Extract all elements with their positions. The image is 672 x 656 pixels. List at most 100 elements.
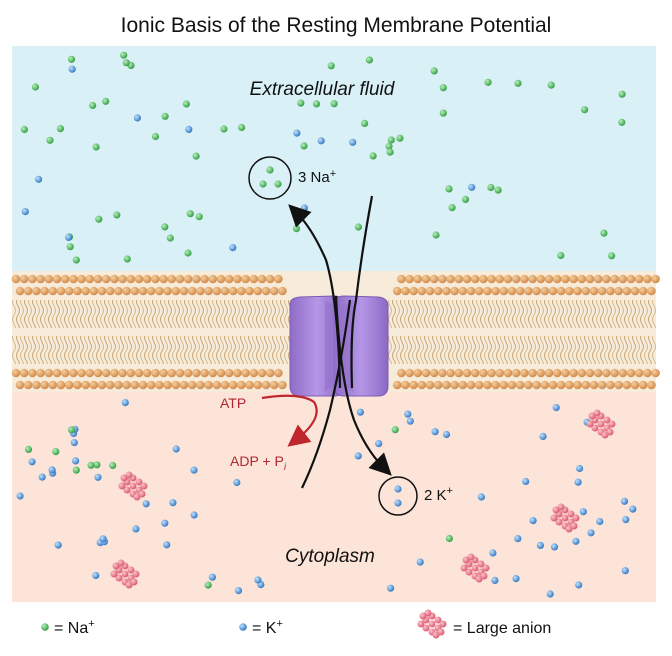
lipid-head: [85, 368, 95, 378]
lipid-head: [249, 274, 259, 284]
lipid-head: [101, 274, 111, 284]
lipid-head: [261, 380, 271, 390]
potassium-ion: [233, 478, 241, 487]
lipid-head: [77, 274, 86, 284]
sodium-ion: [445, 185, 453, 193]
lipid-head: [392, 380, 402, 390]
sodium-ion: [67, 426, 76, 434]
lipid-head: [634, 368, 644, 378]
lipid-head: [257, 368, 267, 378]
legend: = Na+ = K+ = Large anion: [41, 609, 551, 639]
lipid-head: [48, 286, 58, 296]
potassium-ion: [92, 571, 100, 580]
lipid-head: [23, 380, 33, 390]
sodium-efflux-arrow: [288, 204, 342, 389]
potassium-ion: [394, 485, 402, 493]
lipid-head: [56, 380, 66, 390]
lipid-head: [130, 380, 140, 390]
sodium-ion: [354, 223, 362, 231]
potassium-ion: [354, 452, 362, 460]
lipid-head: [651, 274, 660, 284]
lipid-head: [565, 380, 574, 390]
sodium-ion: [292, 225, 301, 233]
lipid-head: [618, 368, 628, 378]
lipid-head: [179, 286, 189, 296]
potassium-ion: [394, 499, 402, 507]
lipid-head: [261, 286, 271, 296]
lipid-head: [622, 380, 632, 390]
lipid-head: [278, 380, 287, 390]
legend-sodium-swatch: [41, 623, 49, 631]
sodium-ion: [72, 256, 80, 264]
lipid-head: [573, 286, 582, 296]
lipid-head: [573, 380, 582, 390]
sodium-ion: [182, 100, 190, 108]
potassium-ion: [99, 535, 107, 543]
lipid-head: [470, 274, 480, 284]
lipid-head: [626, 368, 636, 378]
lipid-head: [401, 286, 410, 296]
potassium-ion: [575, 581, 583, 589]
potassium-ion: [406, 417, 414, 425]
lipid-head: [93, 274, 103, 284]
lipid-head: [52, 274, 62, 284]
lipid-head: [446, 368, 455, 378]
lipid-head: [122, 380, 131, 390]
large-anion-icon: [417, 609, 447, 639]
sodium-ion: [494, 186, 502, 194]
lipid-head: [200, 368, 209, 378]
lipid-head: [507, 286, 517, 296]
potassium-ion: [489, 549, 497, 557]
potassium-ion: [442, 430, 451, 439]
sodium-ion: [195, 213, 203, 221]
sodium-ion: [385, 142, 393, 150]
potassium-ion: [375, 440, 383, 448]
lipid-head: [175, 368, 185, 378]
sodium-ion: [484, 78, 492, 86]
potassium-ion: [536, 541, 545, 550]
sodium-ion: [46, 136, 54, 144]
large-anion: [460, 553, 490, 583]
potassium-ion: [431, 428, 439, 436]
lipid-head: [397, 368, 406, 378]
lipid-head: [151, 274, 160, 284]
lipid-head: [171, 380, 181, 390]
lipid-head: [110, 274, 119, 284]
potassium-ion: [587, 529, 595, 537]
lipid-head: [89, 380, 99, 390]
lipid-head: [483, 380, 492, 390]
lipid-head: [536, 274, 546, 284]
lipid-head: [610, 368, 619, 378]
lipid-head: [470, 368, 480, 378]
lipid-head: [556, 286, 566, 296]
lipid-head: [618, 274, 628, 284]
lipid-bilayer-heads: [11, 274, 660, 390]
lipid-head: [577, 274, 587, 284]
atp-label: ATP: [220, 395, 246, 411]
lipid-head: [630, 286, 640, 296]
lipid-head: [179, 380, 189, 390]
lipid-head: [474, 380, 484, 390]
lipid-head: [269, 286, 279, 296]
lipid-head: [499, 286, 509, 296]
lipid-head: [32, 380, 41, 390]
lipid-head: [626, 274, 636, 284]
lipid-head: [528, 368, 537, 378]
sodium-ion: [600, 229, 608, 237]
lipid-head: [245, 286, 254, 296]
potassium-ion: [169, 499, 177, 507]
lipid-head: [643, 368, 652, 378]
lipid-head: [212, 380, 222, 390]
sodium-ion: [448, 204, 456, 212]
lipid-head: [146, 286, 156, 296]
lipid-head: [159, 368, 168, 378]
lipid-head: [581, 286, 591, 296]
potassium-ion: [94, 473, 102, 481]
lipid-head: [15, 286, 25, 296]
potassium-ion: [163, 541, 171, 549]
lipid-head: [409, 286, 418, 296]
potassium-ion: [234, 587, 243, 595]
lipid-head: [487, 368, 496, 378]
lipid-head: [630, 380, 640, 390]
lipid-head: [151, 368, 160, 378]
